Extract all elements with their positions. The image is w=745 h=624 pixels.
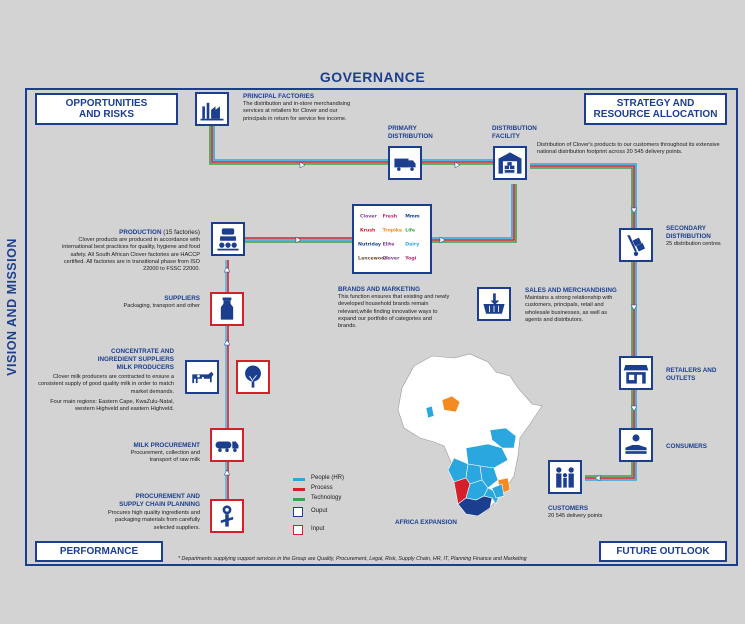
brands-title: BRANDS AND MARKETING xyxy=(338,286,420,293)
milk-procurement-text: Procurement, collection and transport of… xyxy=(130,450,200,464)
retailers-title: RETAILERS AND OUTLETS xyxy=(666,367,717,382)
brand-logo: Elite xyxy=(383,242,395,248)
brand-logo: Dairy xyxy=(405,242,419,248)
factory-icon xyxy=(195,92,229,126)
production-text: Clover products are produced in accordan… xyxy=(62,237,200,273)
legend-label-people: People (HR) xyxy=(311,475,345,481)
cow-icon xyxy=(185,360,219,394)
legend-label-output: Ouput xyxy=(311,508,328,514)
principal-factories-text: The distribution and in-store merchandis… xyxy=(243,101,351,122)
brand-logo: Tropika xyxy=(383,227,403,233)
milk-can-icon xyxy=(210,292,244,326)
strategy-box: STRATEGY AND RESOURCE ALLOCATION xyxy=(584,93,727,125)
basket-icon xyxy=(477,287,511,321)
customers-text: 20 545 delivery points xyxy=(548,513,603,519)
legend-label-input: Input xyxy=(311,526,325,532)
strategy-label: STRATEGY AND RESOURCE ALLOCATION xyxy=(593,97,718,121)
brand-logo: Clover xyxy=(360,213,378,219)
production-title: PRODUCTION (15 factories) xyxy=(60,229,200,237)
milk-procurement-title: MILK PROCUREMENT xyxy=(133,442,200,449)
brand-logo: Nutriday xyxy=(358,242,381,248)
brand-logo: Clover xyxy=(383,256,401,262)
production-factories-count: (15 factories) xyxy=(163,229,200,236)
africa-expansion-title: AFRICA EXPANSION xyxy=(395,519,457,526)
legend-swatch-output xyxy=(293,507,303,517)
hand-icon xyxy=(619,428,653,462)
performance-label: Performance xyxy=(59,546,139,557)
sales-title: SALES AND MERCHANDISING xyxy=(525,287,617,294)
milk-tanker-icon xyxy=(210,428,244,462)
legend-label-technology: Technology xyxy=(311,495,342,501)
family-icon xyxy=(548,460,582,494)
performance-box: Performance xyxy=(35,541,163,562)
production-icon xyxy=(211,222,245,256)
brand-logos: Clover Fresh Mmm Krush Tropika Life Nutr… xyxy=(358,213,420,262)
governance-frame xyxy=(25,88,738,566)
brands-logo-box: Clover Fresh Mmm Krush Tropika Life Nutr… xyxy=(352,204,432,274)
production-title-text: PRODUCTION xyxy=(119,229,162,236)
brand-logo: Lancewood xyxy=(358,256,388,262)
distribution-facility-title: DISTRIBUTION FACILITY xyxy=(492,125,537,140)
africa-map xyxy=(397,353,543,517)
warehouse-icon xyxy=(493,146,527,180)
legend-swatch-technology xyxy=(293,498,305,501)
opportunities-box: OPPORTUNITIES AND RISKS xyxy=(35,93,178,125)
truck-icon xyxy=(388,146,422,180)
brand-logo: Mmm xyxy=(405,213,420,219)
governance-title: GOVERNANCE xyxy=(319,69,426,85)
consumers-title: CONSUMERS xyxy=(666,443,707,450)
secondary-distribution-title: SECONDARY DISTRIBUTION xyxy=(666,225,711,240)
concentrate-regions: Four main regions: Eastern Cape, KwaZulu… xyxy=(50,399,174,413)
tree-icon xyxy=(236,360,270,394)
future-outlook-label: FUTURE OUTLOOK xyxy=(616,546,710,557)
legend-label-process: Process xyxy=(311,485,333,491)
brand-logo: Yogi xyxy=(404,256,417,262)
hand-truck-icon xyxy=(619,228,653,262)
sales-text: Maintains a strong relationship with cus… xyxy=(525,295,613,323)
suppliers-title: SUPPLIERS xyxy=(164,295,200,302)
future-outlook-box: FUTURE OUTLOOK xyxy=(599,541,727,562)
distribution-facility-text: Distribution of Clover's products to our… xyxy=(537,142,720,156)
legend-swatch-input xyxy=(293,525,303,535)
shop-icon xyxy=(619,356,653,390)
secondary-distribution-text: 25 distribution centres xyxy=(666,241,721,247)
footnote: * Departments supplying support services… xyxy=(178,556,527,562)
concentrate-text: Clover milk producers are contracted to … xyxy=(38,374,174,395)
concentrate-title: CONCENTRATE AND INGREDIENT SUPPLIERS MIL… xyxy=(97,348,174,371)
opportunities-label: OPPORTUNITIES AND RISKS xyxy=(65,97,148,121)
procurement-title: PROCUREMENT AND SUPPLY CHAIN PLANNING xyxy=(119,493,200,508)
customers-title: CUSTOMERS xyxy=(548,505,589,512)
brand-logo: Fresh xyxy=(383,213,398,219)
planning-icon xyxy=(210,499,244,533)
principal-factories-title: PRINCIPAL FACTORIES xyxy=(243,93,315,100)
brands-text: This function ensures that existing and … xyxy=(338,294,450,330)
brand-logo: Krush xyxy=(360,227,375,233)
legend-swatch-people xyxy=(293,478,305,481)
procurement-text: Procures high quality ingredients and pa… xyxy=(107,510,200,531)
primary-distribution-title: PRIMARY DISTRIBUTION xyxy=(388,125,433,140)
brand-logo: Life xyxy=(405,227,415,233)
suppliers-text: Packaging, transport and other xyxy=(123,303,201,309)
legend-swatch-process xyxy=(293,488,305,491)
